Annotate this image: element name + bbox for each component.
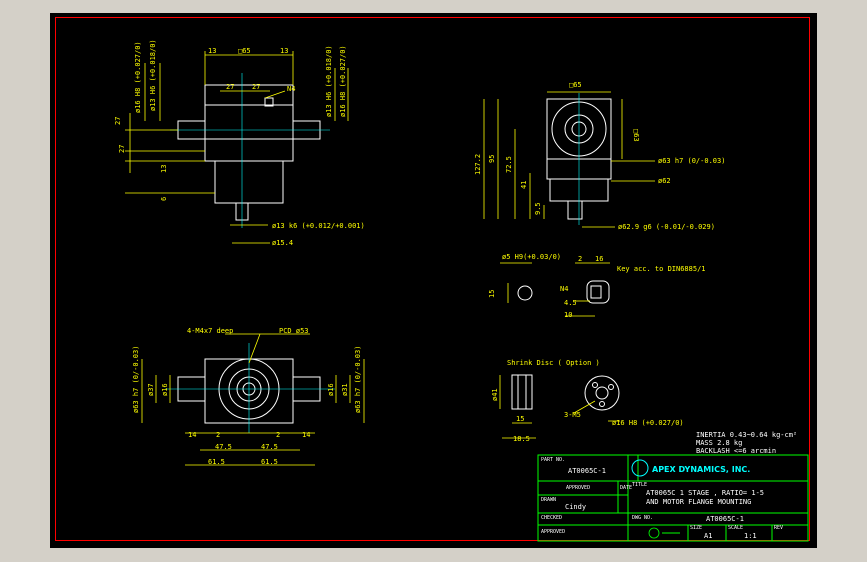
shrink-disc-front (584, 375, 620, 411)
dim-13h6-left: ø13 H6 (+0.018/0) (149, 39, 157, 111)
dim-37: ø37 (147, 383, 155, 396)
gearbox-body-top (204, 84, 294, 162)
dim-47-5a: 47.5 (215, 443, 232, 451)
top-view: 13 □65 13 27 27 N4 27 27 13 6 ø16 H8 (+0… (114, 39, 365, 247)
dim-63h7-front-left: ø63 h7 (0/-0.03) (132, 346, 140, 413)
dim-14-right: 14 (302, 431, 310, 439)
label-approved-2: APPROVED (541, 529, 565, 535)
notes: INERTIA 0.43~0.64 kg-cm² MASS 2.8 kg BAC… (696, 431, 797, 455)
note-inertia: INERTIA 0.43~0.64 kg-cm² (696, 431, 797, 439)
title-line-1: AT0065C 1 STAGE , RATIO= 1-5 (646, 489, 764, 497)
dim-shrink-16h8: ø16 H8 (+0.027/0) (612, 419, 684, 427)
side-view: □65 □63 127.2 95 72.5 41 9.5 ø63 h7 (0/-… (474, 81, 725, 231)
dim-127-2: 127.2 (474, 154, 482, 175)
label-approved: APPROVED (566, 485, 590, 491)
dim-13-top: 13 (208, 47, 216, 55)
note-key-acc: Key acc. to DIN6885/1 (617, 265, 706, 273)
front-view: 4-M4x7 deep PCD ø53 ø63 h7 (0/-0.03) ø37… (132, 327, 365, 466)
dim-key-2: 2 (578, 255, 582, 263)
dim-pcd: PCD ø53 (279, 327, 309, 335)
key-detail: ø5 H9(+0.03/0) 15 N4 2 16 Key acc. to DI… (488, 253, 706, 319)
title-block: PART NO. AT0065C-1 APEX DYNAMICS, INC. A… (537, 454, 809, 542)
value-size: A1 (704, 532, 712, 540)
dim-key-15: 15 (488, 290, 496, 298)
keyway-top (264, 97, 274, 107)
label-rev: REV (774, 525, 783, 531)
dim-key-n4: N4 (560, 285, 568, 293)
dim-41: 41 (520, 181, 528, 189)
dim-61-5b: 61.5 (261, 458, 278, 466)
label-size: SIZE (690, 525, 702, 531)
dim-13-left: 13 (160, 165, 168, 173)
dim-63h7-front-right: ø63 h7 (0/-0.03) (354, 346, 362, 413)
company-name: APEX DYNAMICS, INC. (652, 465, 750, 474)
dim-62-9: ø62.9 g6 (-0.01/-0.029) (618, 223, 715, 231)
dim-72-5: 72.5 (505, 156, 513, 173)
value-dwg-no: AT0065C-1 (706, 515, 744, 523)
dim-15-4: ø15.4 (272, 239, 293, 247)
title-line-2: AND MOTOR FLANGE MOUNTING (646, 498, 751, 506)
dim-27-left: 27 (114, 117, 122, 125)
dim-key-4-5: 4.5 (564, 299, 577, 307)
dim-27-left-2: 27 (118, 145, 126, 153)
dim-62: ø62 (658, 177, 671, 185)
dim-shrink-18-5: 18.5 (513, 435, 530, 443)
label-checked: CHECKED (541, 515, 562, 521)
cad-viewport[interactable]: 13 □65 13 27 27 N4 27 27 13 6 ø16 H8 (+0… (50, 13, 817, 548)
dim-key-d5: ø5 H9(+0.03/0) (502, 253, 561, 261)
dim-13k6: ø13 k6 (+0.012/+0.001) (272, 222, 365, 230)
dim-key-10: 10 (564, 311, 572, 319)
value-drawn-by: Cindy (565, 503, 586, 511)
note-holes: 4-M4x7 deep (187, 327, 233, 335)
dim-16h8-right: ø16 H8 (+0.027/0) (339, 45, 347, 117)
label-drawn: DRAWN (541, 497, 556, 503)
company-logo-icon (631, 459, 649, 477)
dim-key-16: 16 (595, 255, 603, 263)
dim-27b: 27 (252, 83, 260, 91)
dim-13-top-right: 13 (280, 47, 288, 55)
dim-63h7-side: ø63 h7 (0/-0.03) (658, 157, 725, 165)
label-part-no: PART NO. (541, 457, 565, 463)
note-backlash: BACKLASH <=6 arcmin (696, 447, 776, 455)
dim-16h8-left: ø16 H8 (+0.027/0) (134, 41, 142, 113)
dim-13h6-right: ø13 H6 (+0.018/0) (325, 45, 333, 117)
dim-shrink-3m5: 3-M5 (564, 411, 581, 419)
dim-sq65-side: □65 (569, 81, 582, 89)
value-scale: 1:1 (744, 532, 757, 540)
label-dwg-no: DWG NO. (632, 515, 653, 521)
projection-symbol-icon (648, 527, 660, 539)
dim-shrink-15: 15 (516, 415, 524, 423)
dim-14-left: 14 (188, 431, 196, 439)
label-scale: SCALE (728, 525, 743, 531)
shrink-disc-side (511, 374, 533, 410)
label-date: DATE (620, 485, 632, 491)
dim-6-left: 6 (160, 197, 168, 201)
note-shrink-disc: Shrink Disc ( Option ) (507, 359, 600, 367)
motor-flange-top (214, 160, 284, 204)
note-mass: MASS 2.8 kg (696, 439, 742, 447)
key-shaft-circle (517, 285, 533, 301)
dim-sq65-top: □65 (238, 47, 251, 55)
dim-31: ø31 (341, 383, 349, 396)
dim-47-5b: 47.5 (261, 443, 278, 451)
dim-n4: N4 (287, 85, 295, 93)
shrink-disc: Shrink Disc ( Option ) ø41 15 18.5 3-M5 … (491, 359, 684, 443)
value-part-no: AT0065C-1 (568, 467, 606, 475)
dim-9-5: 9.5 (534, 202, 542, 215)
key-profile (586, 280, 610, 304)
drawing-border (55, 17, 810, 541)
dim-shrink-41: ø41 (491, 388, 499, 401)
label-title: TITLE (632, 482, 647, 488)
dim-2-left: 2 (216, 431, 220, 439)
dim-95: 95 (488, 155, 496, 163)
dim-27a: 27 (226, 83, 234, 91)
dim-61-5a: 61.5 (208, 458, 225, 466)
dim-2-right: 2 (276, 431, 280, 439)
output-shaft-side (567, 200, 583, 220)
cad-drawing: 13 □65 13 27 27 N4 27 27 13 6 ø16 H8 (+0… (114, 39, 809, 542)
dim-sq63-side: □63 (632, 129, 640, 142)
dim-16-front-right: ø16 (327, 383, 335, 396)
dim-16-front-left: ø16 (161, 383, 169, 396)
